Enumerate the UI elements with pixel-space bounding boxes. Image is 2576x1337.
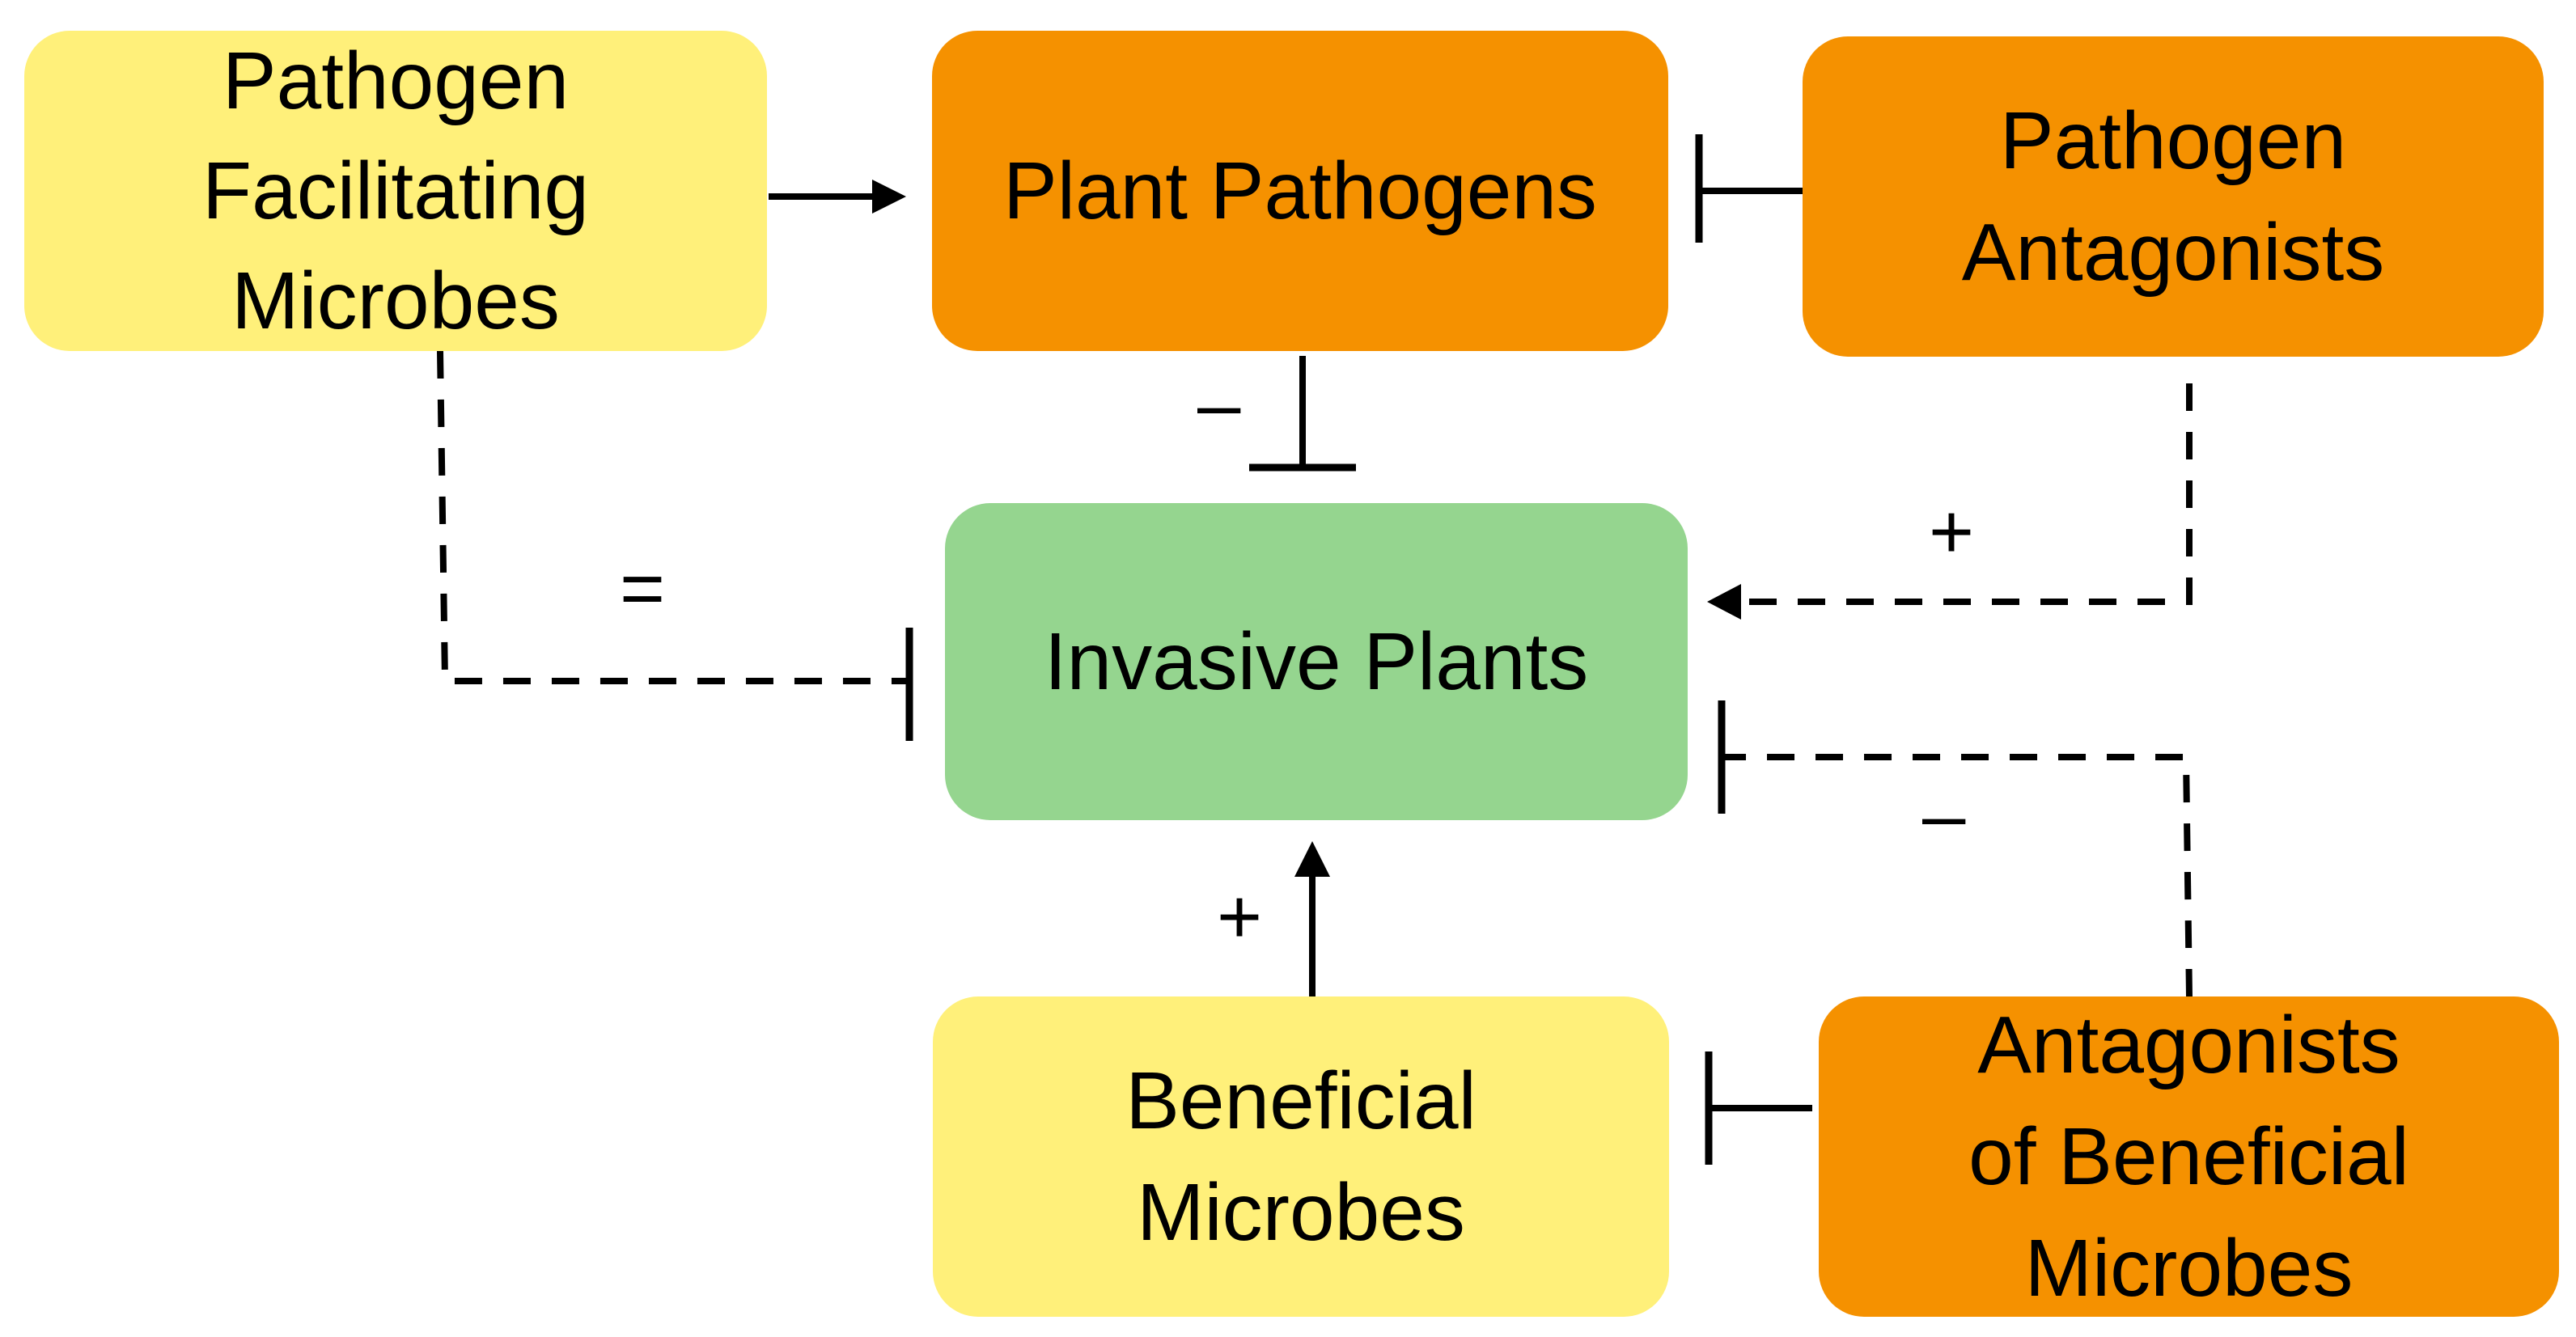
edge-pathogens-to-invasive xyxy=(1249,356,1356,472)
arrowhead-icon xyxy=(1707,584,1741,620)
arrowhead-icon xyxy=(872,180,906,214)
node-label: Invasive Plants xyxy=(1044,616,1589,707)
edge-facilitating-to-pathogens xyxy=(769,180,906,214)
arrowhead-icon xyxy=(1294,841,1330,877)
edge-facilitating-to-invasive xyxy=(437,350,913,741)
node-label: Beneficial Microbes xyxy=(1125,1056,1477,1258)
edge-beneficial-to-invasive xyxy=(1294,841,1330,996)
node-antagonists-of-beneficial-microbes: Antagonists of Beneficial Microbes xyxy=(1819,996,2559,1317)
sign-facilitating-to-invasive: = xyxy=(620,545,666,632)
node-label: Plant Pathogens xyxy=(1003,146,1597,236)
edge-antagonists-to-beneficial xyxy=(1705,1051,1812,1165)
node-label: Antagonists of Beneficial Microbes xyxy=(1968,1000,2409,1314)
node-beneficial-microbes: Beneficial Microbes xyxy=(933,996,1669,1317)
node-label: Pathogen Facilitating Microbes xyxy=(202,36,589,346)
node-label: Pathogen Antagonists xyxy=(1961,95,2385,298)
node-plant-pathogens: Plant Pathogens xyxy=(932,31,1668,351)
node-invasive-plants: Invasive Plants xyxy=(945,503,1688,820)
edge-antagonists-to-pathogens xyxy=(1695,134,1803,243)
node-pathogen-antagonists: Pathogen Antagonists xyxy=(1803,36,2544,357)
node-pathogen-facilitating-microbes: Pathogen Facilitating Microbes xyxy=(24,31,767,351)
sign-antagonists-beneficial-to-invasive: – xyxy=(1922,772,1966,858)
sign-pathogens-to-invasive: – xyxy=(1197,361,1241,447)
sign-antagonists-to-invasive: + xyxy=(1929,489,1975,575)
sign-beneficial-to-invasive: + xyxy=(1217,874,1263,960)
